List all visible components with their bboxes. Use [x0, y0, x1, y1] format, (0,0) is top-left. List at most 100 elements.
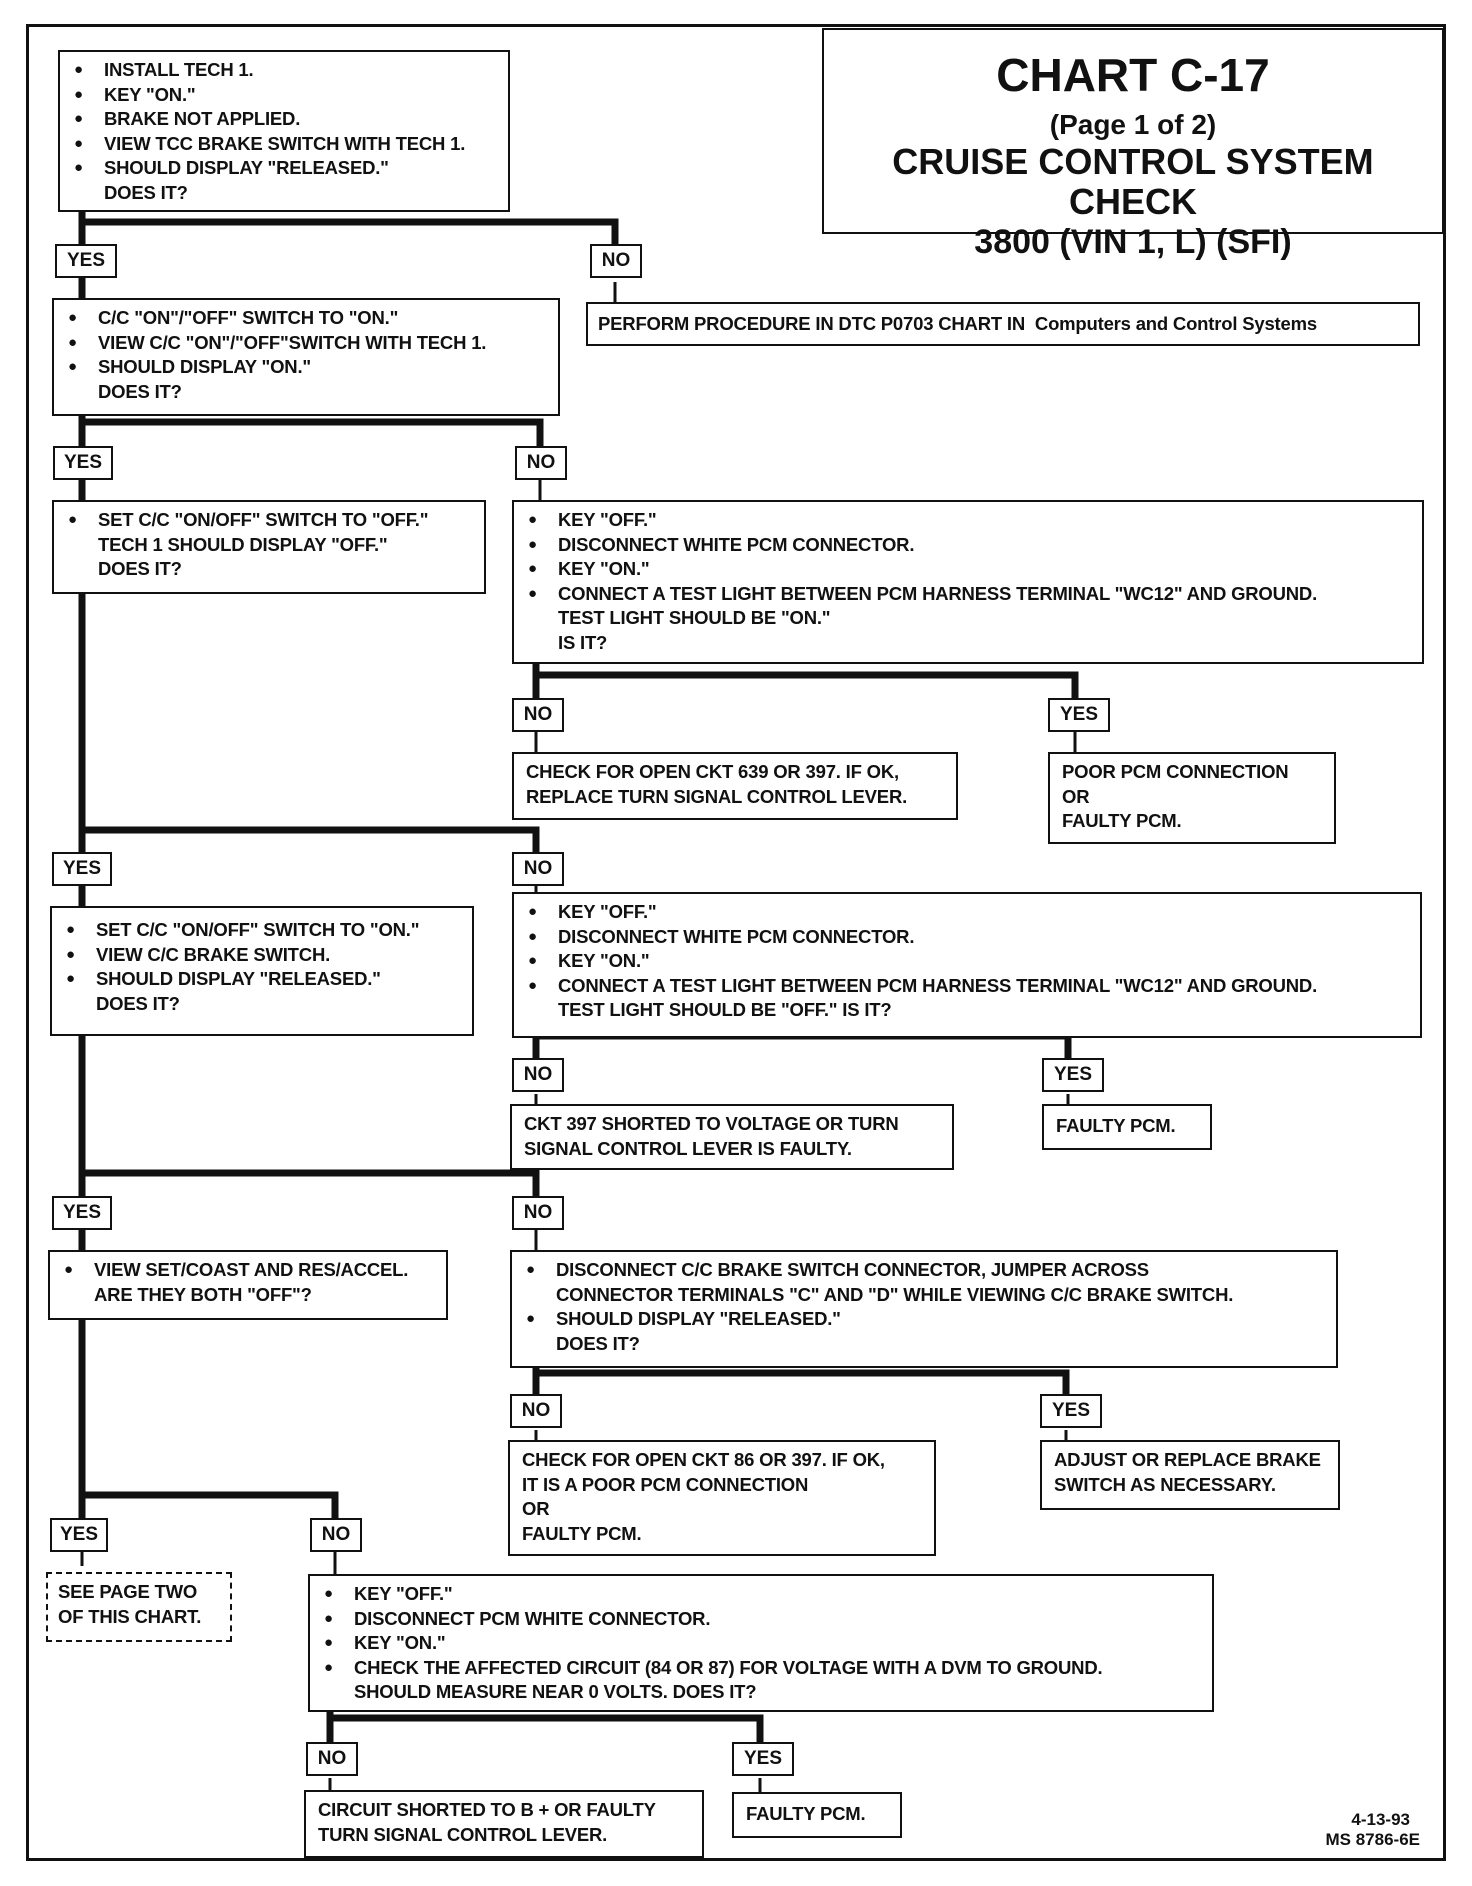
step-3-no-item: DISCONNECT WHITE PCM CONNECTOR. — [526, 925, 1408, 950]
branch-line-7 — [532, 1369, 1070, 1398]
step-2-item: SHOULD DISPLAY "ON." — [66, 355, 546, 380]
step-5-no-question: SHOULD MEASURE NEAR 0 VOLTS. DOES IT? — [354, 1681, 757, 1702]
step-5-no-item: DISCONNECT PCM WHITE CONNECTOR. — [322, 1607, 1200, 1632]
no-tag-2: NO — [515, 446, 567, 480]
yes-tag-3: YES — [1048, 698, 1110, 732]
no-tag-9: NO — [306, 1742, 358, 1776]
step-3-no-item: KEY "ON." — [526, 949, 1408, 974]
no-tag-6: NO — [512, 1196, 564, 1230]
result-text: CIRCUIT SHORTED TO B + OR FAULTY — [318, 1799, 656, 1820]
branch-line-5 — [532, 1032, 1072, 1062]
step-box-2: C/C "ON"/"OFF" SWITCH TO "ON." VIEW C/C … — [52, 298, 560, 416]
yes-tag-7: YES — [1040, 1394, 1102, 1428]
step-1-no-reference: Computers and Control Systems — [1034, 313, 1317, 334]
result-text: CHECK FOR OPEN CKT 639 OR 397. IF OK, — [526, 761, 899, 782]
step-4-item: SET C/C "ON/OFF" SWITCH TO "ON." — [64, 918, 460, 943]
result-text: FAULTY PCM. — [746, 1803, 866, 1824]
chart-engine: 3800 (VIN 1, L) (SFI) — [974, 223, 1292, 261]
step-4-item: VIEW C/C BRAKE SWITCH. — [64, 943, 460, 968]
step-2-question: DOES IT? — [98, 380, 182, 402]
result-text: IT IS A POOR PCM CONNECTION — [522, 1473, 809, 1495]
step-5-no-item: CHECK THE AFFECTED CIRCUIT (84 OR 87) FO… — [322, 1656, 1200, 1681]
chart-number: CHART C-17 — [996, 49, 1270, 101]
result-text: SIGNAL CONTROL LEVER IS FAULTY. — [524, 1137, 852, 1159]
yes-tag-9: YES — [732, 1742, 794, 1776]
footer-date: 4-13-93 — [1351, 1810, 1410, 1829]
step-2-item: VIEW C/C "ON"/"OFF"SWITCH WITH TECH 1. — [66, 331, 546, 356]
step-3-no-item: CONNECT A TEST LIGHT BETWEEN PCM HARNESS… — [526, 974, 1408, 999]
result-text: OF THIS CHART. — [58, 1605, 202, 1627]
step-1-item: SHOULD DISPLAY "RELEASED." — [72, 156, 496, 181]
step-1-item: VIEW TCC BRAKE SWITCH WITH TECH 1. — [72, 132, 496, 157]
step-4-no-no-box: CHECK FOR OPEN CKT 86 OR 397. IF OK, IT … — [508, 1440, 936, 1556]
yes-tag-2: YES — [53, 446, 113, 480]
result-text: OR — [522, 1498, 550, 1519]
chart-page: (Page 1 of 2) — [1049, 109, 1217, 140]
step-3-no-no-box: CKT 397 SHORTED TO VOLTAGE OR TURN SIGNA… — [510, 1104, 954, 1170]
no-tag-7: NO — [510, 1394, 562, 1428]
branch-line-9 — [326, 1714, 764, 1746]
step-4-no-box: DISCONNECT C/C BRAKE SWITCH CONNECTOR, J… — [510, 1250, 1338, 1368]
result-text: FAULTY PCM. — [1056, 1115, 1176, 1136]
step-3-no-question: TEST LIGHT SHOULD BE "OFF." IS IT? — [558, 999, 892, 1020]
branch-line-4 — [78, 826, 540, 856]
result-text: CHECK FOR OPEN CKT 86 OR 397. IF OK, — [522, 1449, 885, 1470]
result-text: FAULTY PCM. — [1062, 810, 1182, 831]
step-5-no-item: KEY "ON." — [322, 1631, 1200, 1656]
step-1-no-text: PERFORM PROCEDURE IN DTC P0703 CHART IN — [598, 313, 1026, 334]
chart-name: CRUISE CONTROL SYSTEM CHECK — [892, 141, 1374, 222]
step-2-no-item: DISCONNECT WHITE PCM CONNECTOR. — [526, 533, 1410, 558]
result-text: POOR PCM CONNECTION — [1062, 761, 1289, 782]
result-text: FAULTY PCM. — [522, 1522, 642, 1544]
step-box-5: VIEW SET/COAST AND RES/ACCEL. ARE THEY B… — [48, 1250, 448, 1320]
step-box-3: SET C/C "ON/OFF" SWITCH TO "OFF." TECH 1… — [52, 500, 486, 594]
step-5-no-yes-box: FAULTY PCM. — [732, 1792, 902, 1838]
step-5-no-item: KEY "OFF." — [322, 1582, 1200, 1607]
step-1-item: KEY "ON." — [72, 83, 496, 108]
yes-tag-6: YES — [52, 1196, 112, 1230]
step-3-question: DOES IT? — [98, 558, 182, 579]
step-box-4: SET C/C "ON/OFF" SWITCH TO "ON." VIEW C/… — [50, 906, 474, 1036]
step-3-text: TECH 1 SHOULD DISPLAY "OFF." — [98, 533, 388, 555]
step-1-no-box: PERFORM PROCEDURE IN DTC P0703 CHART IN … — [586, 302, 1420, 346]
yes-tag-5: YES — [1042, 1058, 1104, 1092]
chart-frame — [26, 24, 1446, 1861]
step-4-no-text: CONNECTOR TERMINALS "C" AND "D" WHILE VI… — [556, 1283, 1234, 1305]
step-2-item: C/C "ON"/"OFF" SWITCH TO "ON." — [66, 306, 546, 331]
step-2-no-question: IS IT? — [558, 631, 608, 653]
branch-line-3 — [532, 671, 1079, 702]
step-1-item: BRAKE NOT APPLIED. — [72, 107, 496, 132]
step-2-no-item: CONNECT A TEST LIGHT BETWEEN PCM HARNESS… — [526, 582, 1410, 607]
no-tag-1: NO — [590, 244, 642, 278]
step-1-item: INSTALL TECH 1. — [72, 58, 496, 83]
no-tag-3: NO — [512, 698, 564, 732]
step-2-no-item: KEY "ON." — [526, 557, 1410, 582]
result-text: TURN SIGNAL CONTROL LEVER. — [318, 1823, 608, 1845]
result-text: CKT 397 SHORTED TO VOLTAGE OR TURN — [524, 1113, 899, 1134]
step-5-item: VIEW SET/COAST AND RES/ACCEL. — [62, 1258, 434, 1283]
yes-tag-8: YES — [50, 1518, 108, 1552]
result-text: SEE PAGE TWO — [58, 1581, 198, 1602]
step-3-no-box: KEY "OFF." DISCONNECT WHITE PCM CONNECTO… — [512, 892, 1422, 1038]
branch-line-1 — [78, 218, 619, 252]
chart-title-block: CHART C-17 (Page 1 of 2) CRUISE CONTROL … — [822, 28, 1444, 261]
step-3-no-item: KEY "OFF." — [526, 900, 1408, 925]
result-text: OR — [1062, 785, 1090, 807]
yes-tag-4: YES — [52, 852, 112, 886]
step-5-no-box: KEY "OFF." DISCONNECT PCM WHITE CONNECTO… — [308, 1574, 1214, 1712]
result-text: ADJUST OR REPLACE BRAKE — [1054, 1449, 1321, 1470]
step-2-no-yes-box: POOR PCM CONNECTION OR FAULTY PCM. — [1048, 752, 1336, 844]
step-5-no-no-box: CIRCUIT SHORTED TO B + OR FAULTY TURN SI… — [304, 1790, 704, 1858]
step-5-question: ARE THEY BOTH "OFF"? — [94, 1283, 312, 1305]
step-4-question: DOES IT? — [96, 992, 180, 1014]
branch-line-2 — [78, 418, 544, 450]
result-text: SWITCH AS NECESSARY. — [1054, 1473, 1276, 1495]
no-tag-8: NO — [310, 1518, 362, 1552]
yes-tag-1: YES — [55, 244, 117, 278]
step-4-no-item: DISCONNECT C/C BRAKE SWITCH CONNECTOR, J… — [524, 1258, 1324, 1283]
step-3-item: SET C/C "ON/OFF" SWITCH TO "OFF." — [66, 508, 472, 533]
step-3-no-yes-box: FAULTY PCM. — [1042, 1104, 1212, 1150]
step-2-no-text: TEST LIGHT SHOULD BE "ON." — [558, 607, 831, 628]
footer-code: MS 8786-6E — [1325, 1830, 1421, 1849]
step-box-1: INSTALL TECH 1. KEY "ON." BRAKE NOT APPL… — [58, 50, 510, 212]
